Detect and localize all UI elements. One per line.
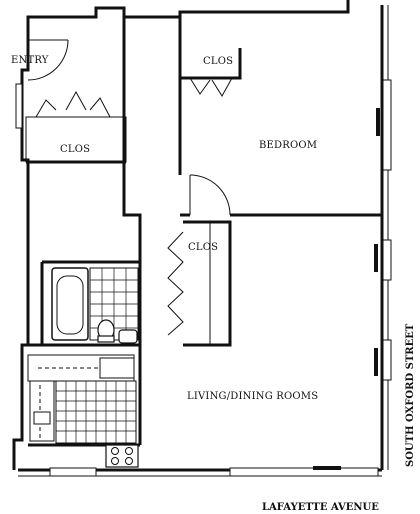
- sink-icon: [118, 329, 138, 344]
- bedroom-closet-label: CLOS: [203, 56, 233, 67]
- radiator-icon: [313, 108, 380, 470]
- bedroom-label: BEDROOM: [259, 140, 317, 151]
- stove-icon: [105, 444, 139, 468]
- bifold-door-icon: [35, 77, 233, 336]
- interior-walls: [25, 17, 382, 447]
- bathtub-inner: [56, 275, 84, 335]
- kitchen-floor-tile: [55, 380, 137, 444]
- window-icon: [15, 79, 392, 477]
- kitchen-counter: [27, 354, 135, 442]
- toilet-icon: [97, 319, 115, 343]
- living-closet-label: CLOS: [188, 242, 218, 253]
- living-dining-label: LIVING/DINING ROOMS: [187, 391, 318, 402]
- east-street-label: SOUTH OXFORD STREET: [405, 323, 416, 467]
- bathtub-icon: [51, 267, 89, 341]
- south-street-label: LAFAYETTE AVENUE: [262, 502, 379, 513]
- entry-label: ENTRY: [11, 55, 49, 66]
- entry-closet-label: CLOS: [60, 144, 90, 155]
